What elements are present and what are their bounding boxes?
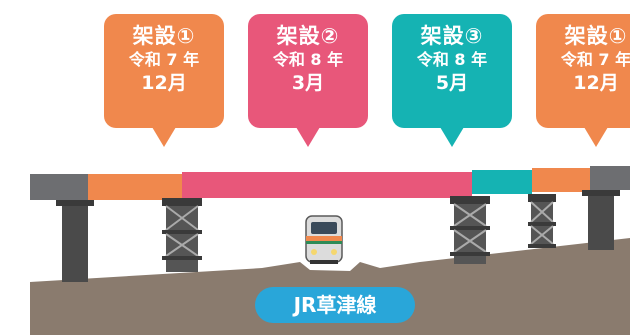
girder-teal bbox=[472, 170, 532, 194]
bubble-title: 架設③ bbox=[420, 24, 484, 48]
temporary-support-2 bbox=[450, 196, 490, 264]
bubble-era: 令和 7 年 bbox=[128, 50, 200, 70]
temporary-support-3 bbox=[528, 194, 556, 248]
bubble-era: 令和 7 年 bbox=[560, 50, 630, 70]
pier-left bbox=[62, 200, 88, 282]
bubble-tail bbox=[296, 127, 320, 147]
pier-right bbox=[588, 190, 614, 250]
erection-bubble-4: 架設① 令和 7 年 12月 bbox=[536, 14, 630, 147]
bubble-month: 12月 bbox=[573, 71, 619, 94]
girder-gray-left bbox=[30, 174, 88, 200]
temporary-support-1 bbox=[162, 198, 202, 272]
bubble-title: 架設① bbox=[132, 24, 196, 48]
bubble-title: 架設② bbox=[276, 24, 340, 48]
pier-left-cap bbox=[56, 200, 94, 206]
bubble-tail bbox=[440, 127, 464, 147]
bubble-month: 5月 bbox=[435, 71, 469, 94]
girder-gray-right bbox=[590, 166, 630, 190]
bubble-era: 令和 8 年 bbox=[272, 50, 344, 70]
bubble-era: 令和 8 年 bbox=[416, 50, 488, 70]
erection-bubble-1: 架設① 令和 7 年 12月 bbox=[104, 14, 224, 147]
bubble-month: 3月 bbox=[291, 71, 325, 94]
rail-line-label: JR草津線 bbox=[255, 287, 415, 323]
bubble-tail bbox=[152, 127, 176, 147]
erection-bubble-2: 架設② 令和 8 年 3月 bbox=[248, 14, 368, 147]
girder-orange-left bbox=[88, 174, 182, 200]
train-icon bbox=[305, 215, 343, 264]
erection-bubble-3: 架設③ 令和 8 年 5月 bbox=[392, 14, 512, 147]
bubble-tail bbox=[584, 127, 608, 147]
bubble-month: 12月 bbox=[141, 71, 187, 94]
girder-pink bbox=[182, 172, 472, 198]
pier-right-cap bbox=[582, 190, 620, 196]
girder-orange-right bbox=[532, 168, 590, 192]
bubble-title: 架設① bbox=[564, 24, 628, 48]
